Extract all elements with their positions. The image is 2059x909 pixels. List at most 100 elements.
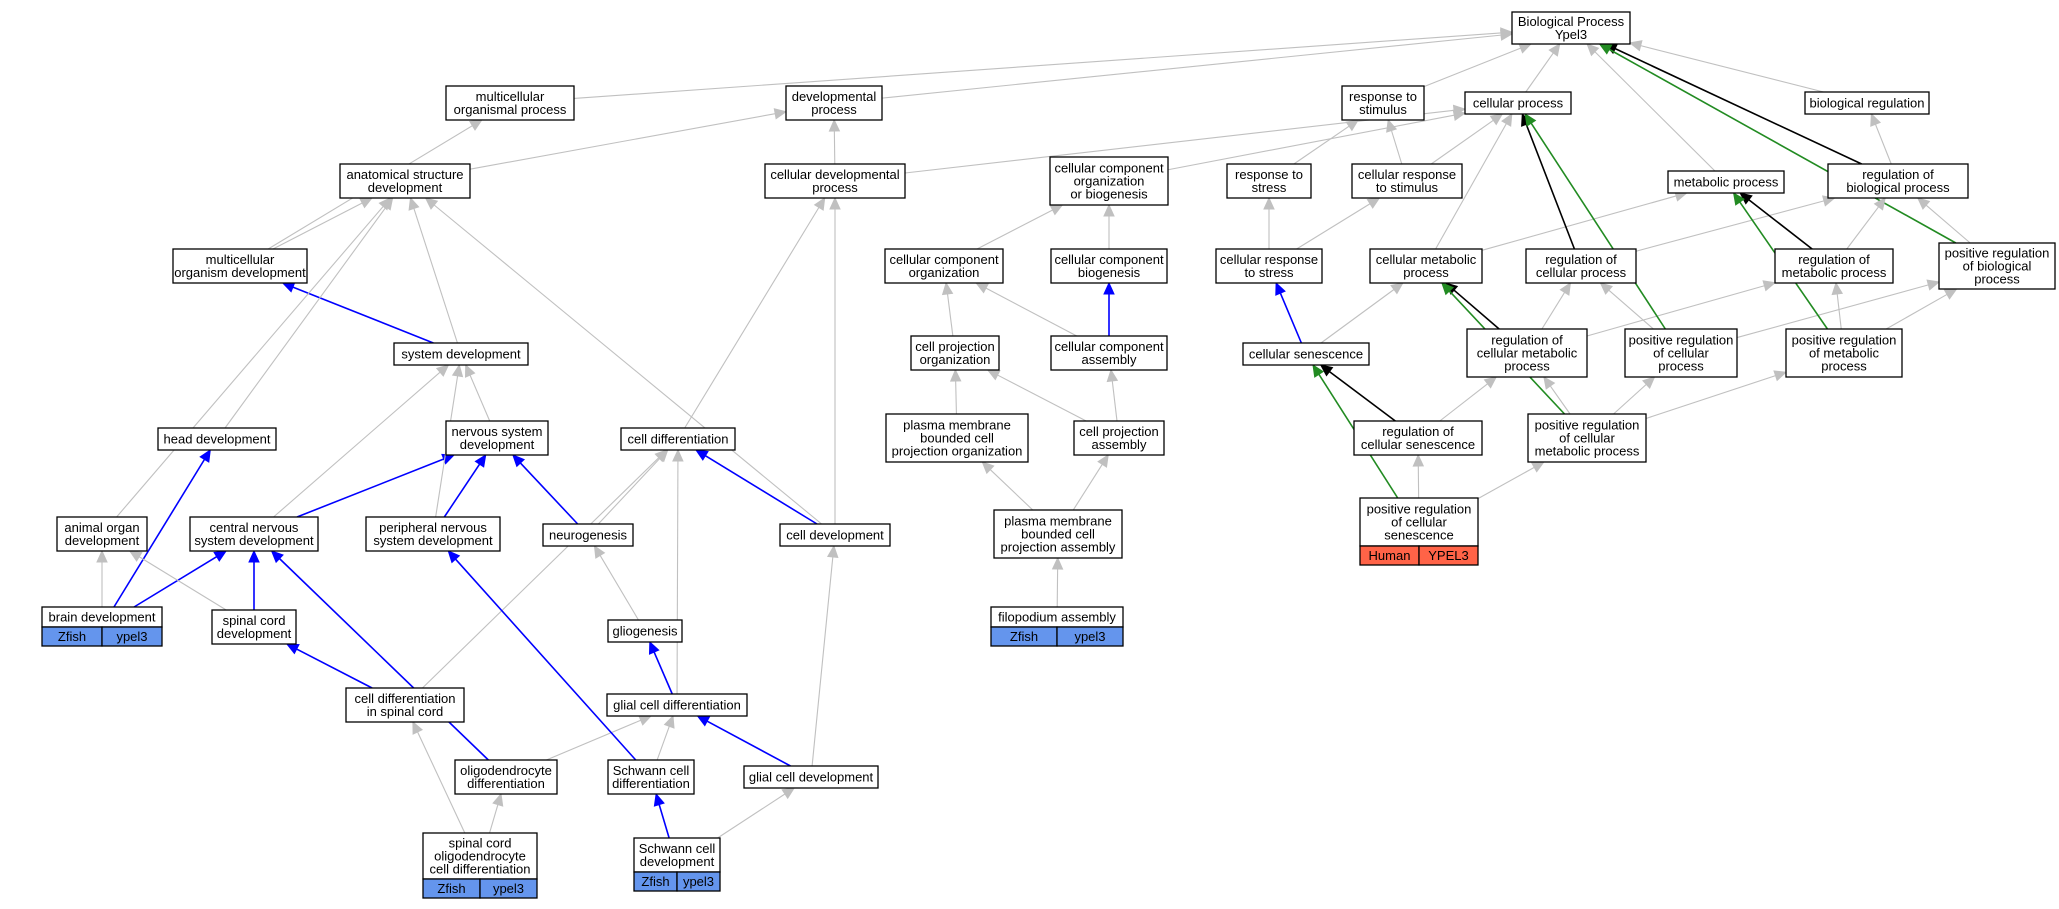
edge-cco-to-ccob (976, 204, 1064, 250)
node-label: gliogenesis (612, 624, 678, 639)
edge-rcp-to-cp (1521, 112, 1576, 250)
go-term-node-neuro[interactable]: neurogenesis (542, 523, 634, 547)
edge-arrowhead (1441, 282, 1455, 296)
edge-ccob-to-cp (1167, 109, 1467, 171)
edge-cs-to-cmp (1320, 282, 1404, 344)
go-term-node-cdiff[interactable]: cell differentiation (620, 427, 736, 451)
go-term-node-celldev[interactable]: cell development (779, 523, 891, 547)
go-term-node-sd[interactable]: system development (393, 342, 529, 366)
species-label: Zfish (1010, 629, 1038, 644)
edge-arrowhead (1543, 376, 1556, 390)
go-term-node-breg[interactable]: biological regulation (1804, 91, 1930, 115)
go-term-node-cp[interactable]: cellular process (1464, 91, 1572, 115)
edge-arrowhead (451, 363, 464, 378)
edge-prcmp-to-rcmp (1543, 376, 1571, 415)
edge-arrowhead (1559, 281, 1572, 296)
go-term-node-gcd[interactable]: glial cell differentiation (606, 693, 748, 717)
edge-arrowhead (1599, 282, 1613, 295)
edge-arrowhead (1870, 112, 1882, 127)
edge-line (519, 462, 579, 525)
edge-arrowhead (464, 363, 476, 378)
edge-prmp-to-prbp (1885, 288, 1958, 330)
node-box (884, 248, 1004, 284)
node-label: filopodium assembly (998, 610, 1116, 625)
node-label: cellular process (1473, 96, 1564, 111)
edge-prcmp-to-prcp (1613, 376, 1656, 415)
go-term-node-mp[interactable]: metabolic process (1667, 170, 1785, 194)
edge-arrowhead (1366, 197, 1381, 209)
gene-label: YPEL3 (1428, 548, 1468, 563)
go-term-node-cs[interactable]: cellular senescence (1242, 342, 1370, 366)
node-box (764, 163, 906, 199)
species-label: Human (1369, 548, 1411, 563)
edge-cpa-to-cca (1106, 368, 1119, 422)
edge-arrowhead (663, 714, 675, 729)
edge-line (1439, 383, 1488, 422)
go-term-node-gcdev[interactable]: glial cell development (743, 765, 879, 789)
edge-arrowhead (828, 118, 841, 132)
node-label: neurogenesis (549, 528, 628, 543)
gene-label: ypel3 (683, 874, 714, 889)
go-term-node-hd[interactable]: head development (157, 427, 277, 451)
edge-line (653, 651, 673, 695)
edge-arrowhead (435, 364, 450, 377)
edge-line (1525, 52, 1554, 93)
go-term-node-glio[interactable]: gliogenesis (607, 619, 683, 643)
edge-line (706, 720, 791, 767)
edge-arrowhead (648, 640, 660, 655)
edge-arrowhead (1501, 112, 1513, 127)
edge-socd-to-od (489, 792, 504, 834)
edge-arrowhead (1489, 113, 1504, 126)
node-box (607, 759, 695, 795)
edge-line (546, 719, 641, 761)
edge-line (976, 209, 1053, 250)
node-box (1511, 11, 1631, 45)
